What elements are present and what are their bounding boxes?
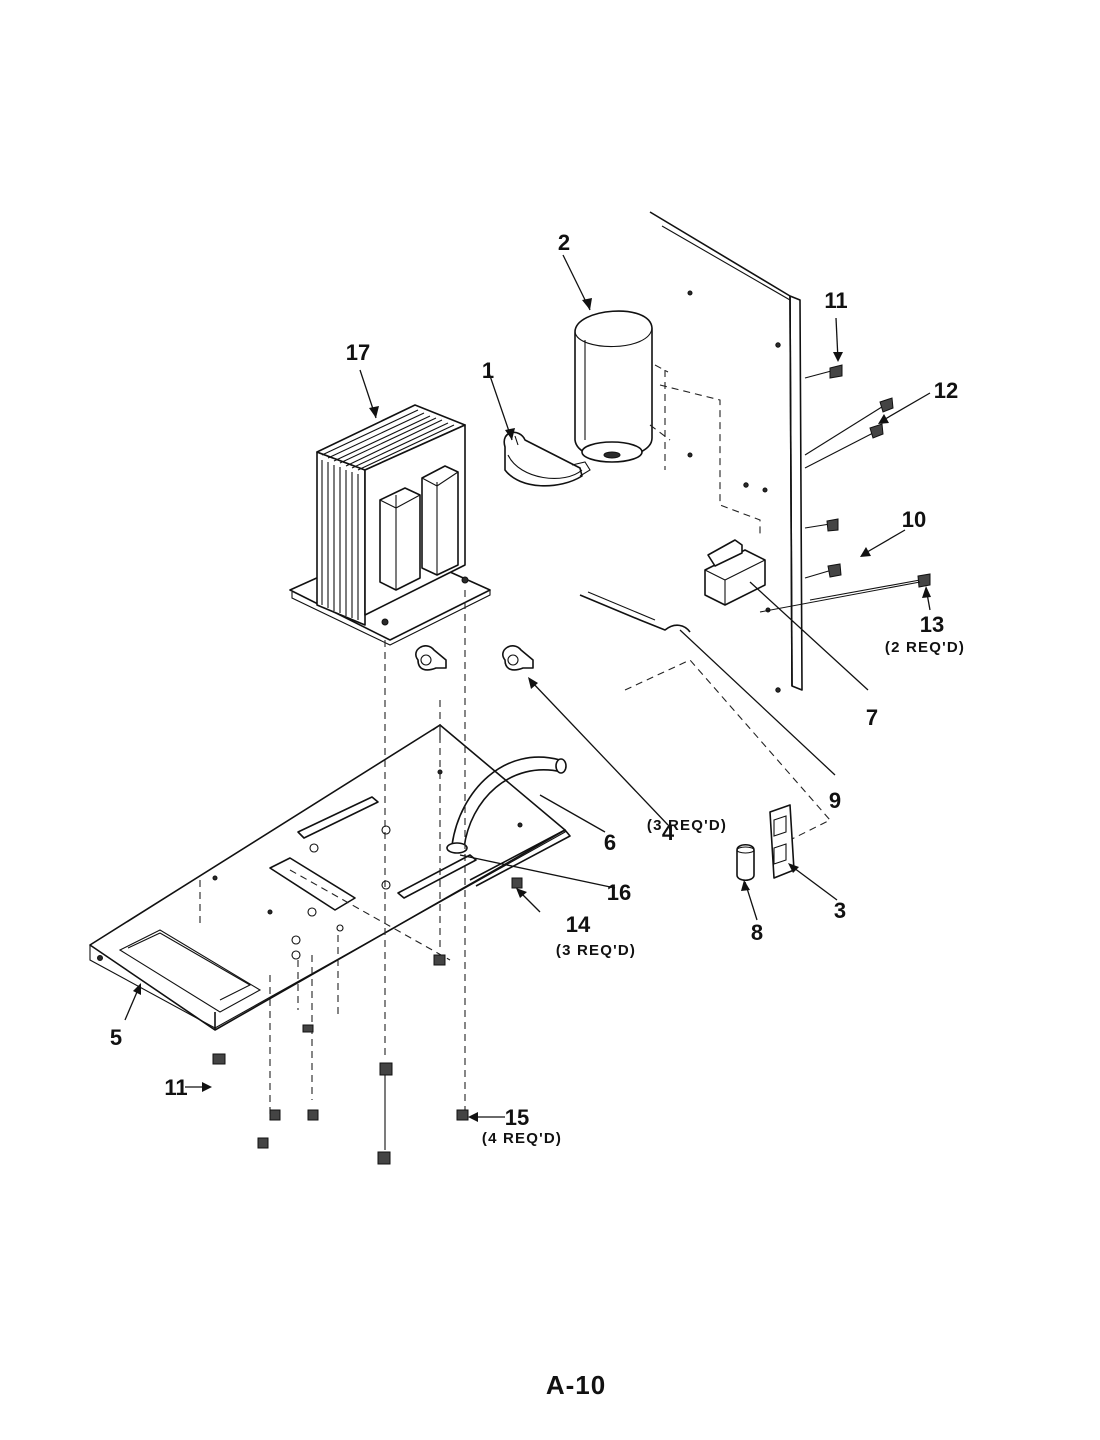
callout-2: 2 [558, 230, 570, 255]
capacitor [574, 310, 671, 463]
callout-14: 14 [566, 912, 591, 937]
page-identifier: A-10 [546, 1370, 606, 1400]
transformer [289, 404, 491, 646]
callout-17: 17 [346, 340, 370, 365]
callout-11-top: 11 [824, 288, 847, 313]
callout-8: 8 [751, 920, 763, 945]
callout-6: 6 [604, 830, 616, 855]
bottom-screws [212, 590, 523, 1165]
callout-labels: 2 1 17 11 12 10 13 (2 REQ'D) 7 9 4 (3 RE… [110, 230, 965, 1147]
bracket-and-bushing [736, 804, 795, 882]
callout-15-qty: (4 REQ'D) [482, 1130, 562, 1147]
leader-lines [124, 254, 931, 1122]
wire-guide [579, 591, 691, 633]
callout-13-qty: (2 REQ'D) [885, 639, 965, 656]
capacitor-strap [503, 431, 591, 487]
callout-9: 9 [829, 788, 841, 813]
grommet-and-cable [446, 756, 567, 854]
base-plate [89, 723, 571, 1031]
callout-10: 10 [902, 507, 926, 532]
callout-12: 12 [934, 378, 958, 403]
callout-15: 15 [505, 1105, 529, 1130]
callout-14-qty: (3 REQ'D) [556, 942, 636, 959]
callout-1: 1 [482, 358, 494, 383]
callout-4: 4 [662, 820, 675, 845]
callout-4-qty: (3 REQ'D) [647, 817, 727, 834]
mounting-bracket [704, 539, 766, 606]
callout-13: 13 [920, 612, 944, 637]
callout-16: 16 [607, 880, 631, 905]
callout-7: 7 [866, 705, 878, 730]
callout-11-bottom: 11 [164, 1075, 187, 1100]
callout-3: 3 [834, 898, 846, 923]
callout-5: 5 [110, 1025, 122, 1050]
panel-screws [759, 364, 931, 613]
wire-clamps [252, 645, 534, 969]
mounting-panel [624, 211, 831, 846]
